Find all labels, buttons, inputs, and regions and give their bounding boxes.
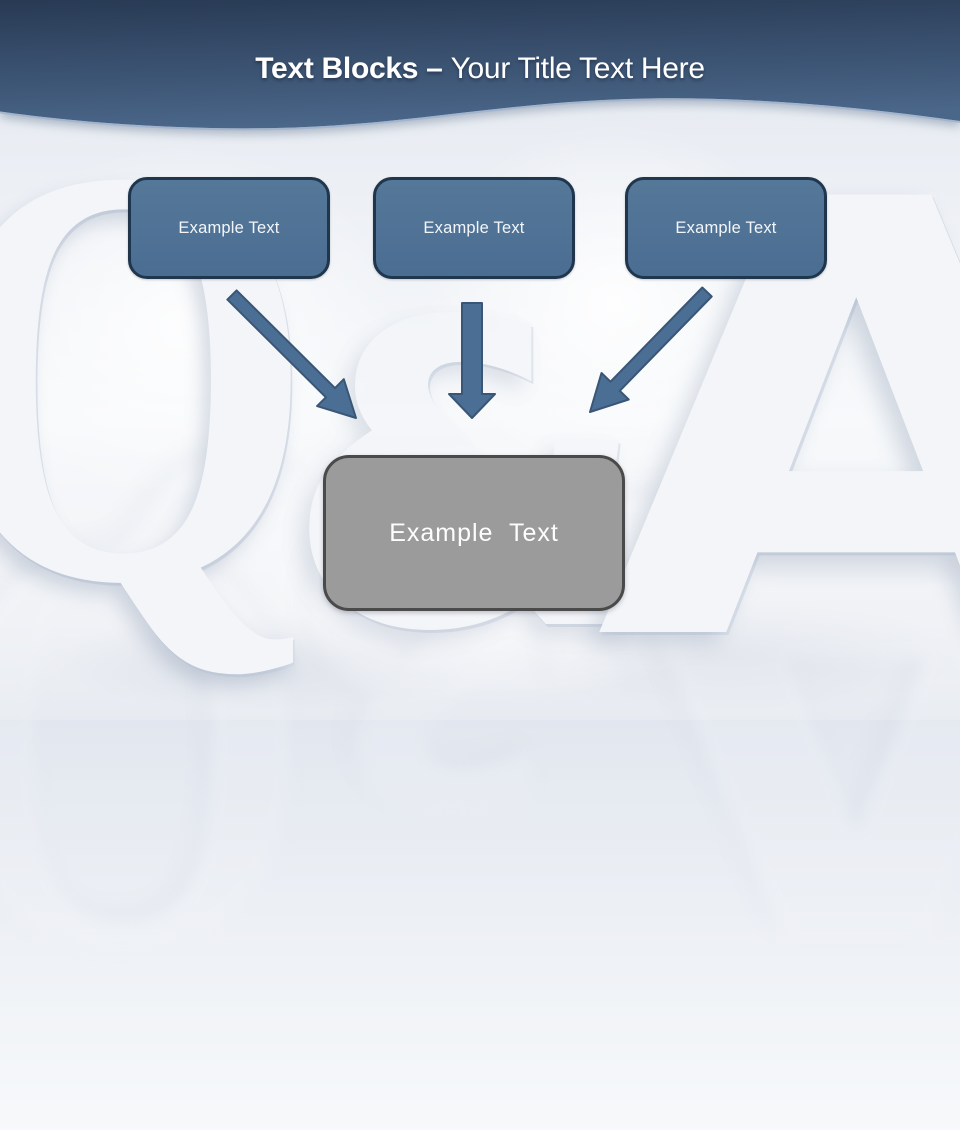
header-wave-shape <box>0 0 960 129</box>
result-block-label: Example Text <box>389 518 559 547</box>
arrow-down <box>448 302 496 419</box>
result-block: Example Text <box>323 455 625 611</box>
text-block-1-label: Example Text <box>178 218 280 237</box>
arrow-down-left <box>589 286 713 413</box>
text-block-3: Example Text <box>625 177 827 279</box>
text-block-2: Example Text <box>373 177 575 279</box>
connector-arrows <box>226 286 713 419</box>
background-letter-q: Q <box>0 30 315 720</box>
header-wave-rim <box>0 98 960 131</box>
header-band <box>0 0 960 131</box>
title-rest: Your Title Text Here <box>450 52 705 85</box>
text-block-1: Example Text <box>128 177 330 279</box>
slide-canvas: { "slide": { "title": { "highlight": "Te… <box>0 0 960 1088</box>
text-block-2-label: Example Text <box>423 218 525 237</box>
arrow-down-right <box>226 289 357 419</box>
slide-title: Text Blocks – Your Title Text Here <box>0 52 960 86</box>
title-highlight: Text Blocks <box>255 52 419 85</box>
title-separator: – <box>418 52 451 85</box>
text-block-3-label: Example Text <box>675 218 777 237</box>
